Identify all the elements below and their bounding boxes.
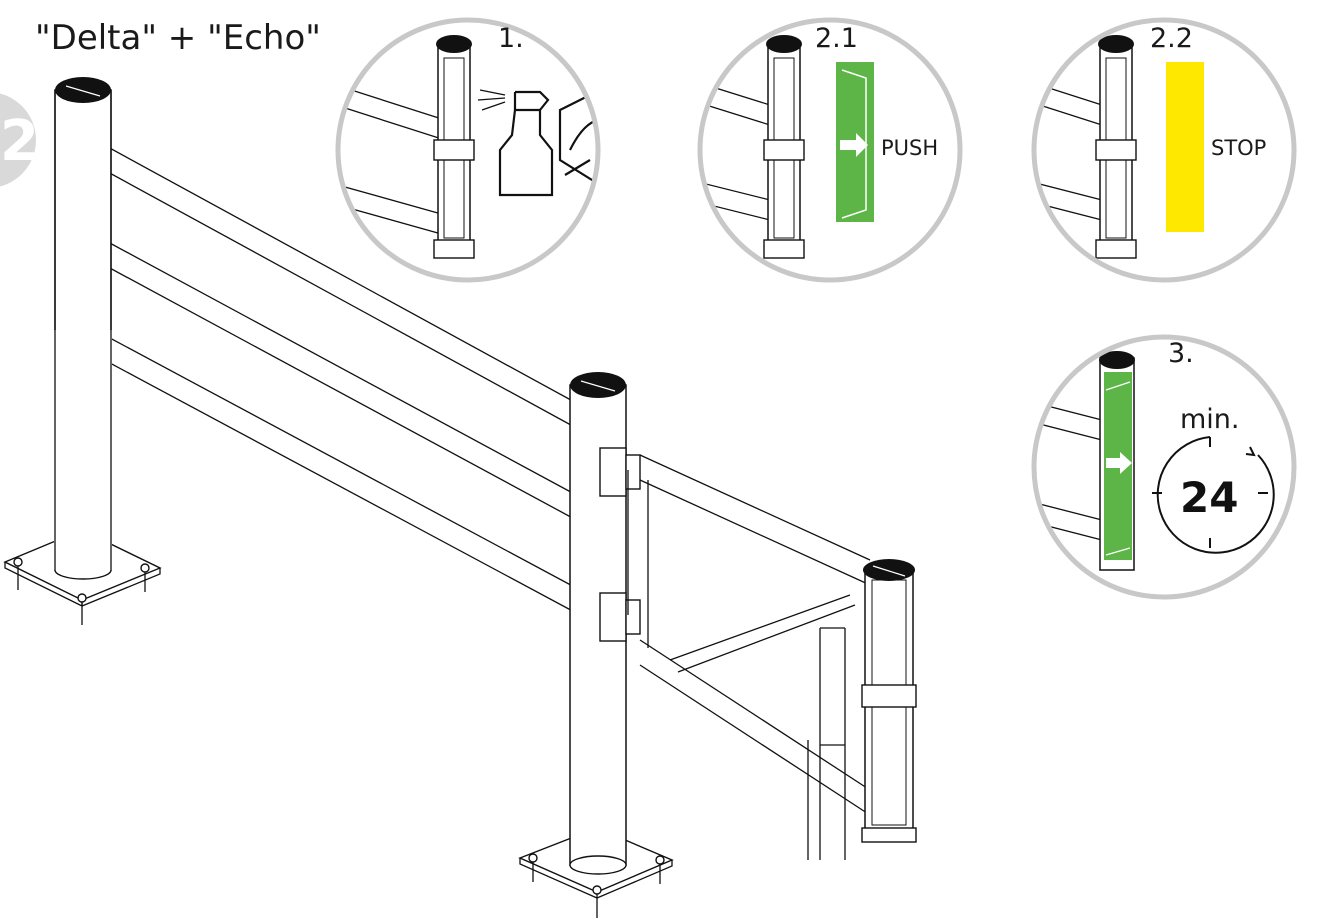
step-2-1-circle: 2.1 PUSH xyxy=(697,17,963,283)
stop-label: STOP xyxy=(1211,136,1266,160)
middle-rail xyxy=(85,234,581,523)
upper-rail xyxy=(85,139,581,431)
timer-icon: 24 xyxy=(1152,436,1275,554)
step-1-number: 1. xyxy=(498,23,524,54)
step-2-2-circle: 2.2 STOP xyxy=(1031,17,1297,283)
wait-prefix: min. xyxy=(1180,404,1240,435)
left-post xyxy=(54,77,112,580)
step-1-circle: 1. xyxy=(335,17,601,283)
push-label: PUSH xyxy=(881,136,938,160)
swing-gate xyxy=(639,454,871,860)
push-arrow-icon xyxy=(840,133,868,157)
wait-time-value: 24 xyxy=(1180,473,1238,522)
diagram-title: "Delta" + "Echo" xyxy=(35,18,321,58)
step-badge: 2 xyxy=(0,93,39,187)
step-2-2-number: 2.2 xyxy=(1150,23,1193,54)
stop-indicator-strip xyxy=(1166,62,1204,232)
cleaning-cloth-icon xyxy=(558,88,598,187)
step-2-1-number: 2.1 xyxy=(815,23,858,54)
gate-hinges xyxy=(599,447,641,642)
spray-bottle-icon xyxy=(477,89,554,197)
step-3-circle: 3. min. 24 xyxy=(1031,334,1297,600)
fence-illustration xyxy=(3,77,917,918)
gate-end-post xyxy=(861,559,917,843)
step-3-number: 3. xyxy=(1168,338,1194,369)
step-badge-number: 2 xyxy=(0,109,39,174)
